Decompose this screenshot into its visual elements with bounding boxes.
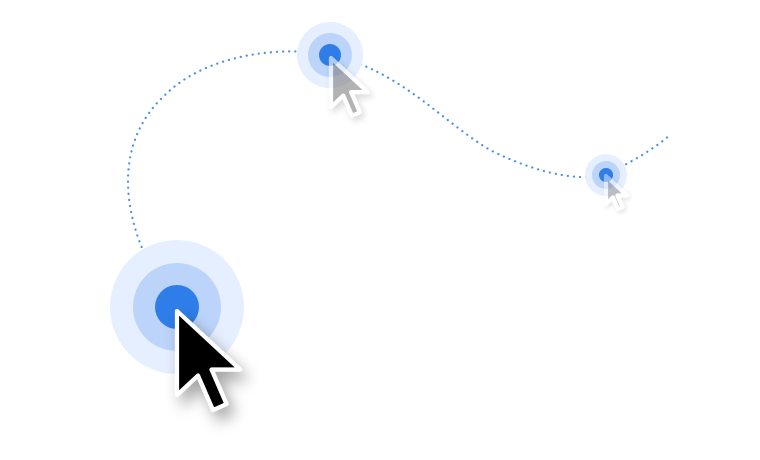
arrow-pointer-icon (174, 308, 243, 413)
arrow-pointer-icon (603, 173, 630, 212)
arrow-pointer-icon (328, 55, 370, 118)
